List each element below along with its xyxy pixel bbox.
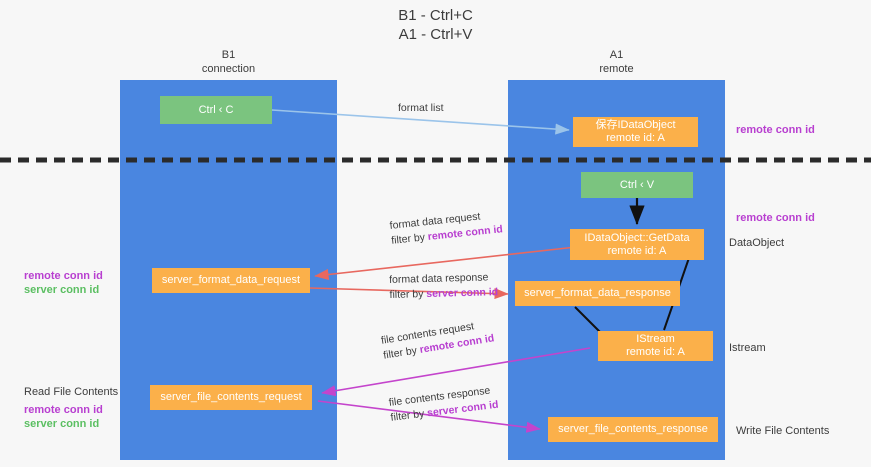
node-ctrl-c[interactable]: Ctrl ‹ C	[160, 96, 272, 124]
annotation-right-remote-conn-id-mid: remote conn id	[736, 212, 815, 224]
title-line-2: A1 - Ctrl+V	[398, 26, 473, 43]
node-server-format-data-response-label: server_format_data_response	[524, 287, 671, 299]
node-ctrl-c-label: Ctrl ‹ C	[198, 103, 234, 116]
filter-key-server-conn-id: server conn id	[426, 286, 499, 301]
column-header-a1: A1 remote	[508, 48, 725, 76]
node-istream-line2: remote id: A	[626, 346, 685, 358]
node-server-file-contents-response[interactable]: server_file_contents_response	[548, 417, 718, 442]
node-istream-line1: IStream	[636, 333, 675, 345]
column-b1-role: connection	[201, 63, 256, 75]
annotation-left-mid-server-conn-id: server conn id	[24, 284, 100, 296]
node-server-format-data-request-label: server_format_data_request	[161, 274, 301, 286]
annotation-right-dataobject: DataObject	[729, 237, 785, 249]
edge-label-format-data-response-filter: filter by server conn id	[389, 285, 498, 303]
column-b1-name: B1	[221, 49, 236, 61]
node-idataobject-getdata[interactable]: IDataObject::GetData remote id: A	[570, 229, 704, 260]
filter-prefix: filter by	[389, 288, 427, 301]
annotation-left-low-remote-conn-id: remote conn id	[24, 404, 103, 416]
annotation-right-remote-conn-id-top: remote conn id	[736, 124, 815, 136]
edge-label-format-data-request: format data request filter by remote con…	[389, 207, 504, 249]
column-a1-role: remote	[599, 63, 634, 75]
annotation-right-istream: Istream	[729, 342, 766, 354]
node-ctrl-v[interactable]: Ctrl ‹ V	[581, 172, 693, 198]
node-getdata-line1: IDataObject::GetData	[584, 231, 690, 244]
diagram-title: B1 - Ctrl+C A1 - Ctrl+V	[0, 6, 871, 44]
annotation-left-read-file-contents: Read File Contents	[24, 386, 119, 398]
node-getdata-line2: remote id: A	[607, 244, 667, 257]
filter-prefix: filter by	[389, 407, 428, 424]
edge-label-format-list: format list	[398, 101, 444, 116]
column-a1-name: A1	[609, 49, 624, 61]
node-ctrl-v-label: Ctrl ‹ V	[619, 178, 655, 191]
node-server-format-data-response[interactable]: server_format_data_response	[515, 281, 680, 306]
annotation-right-write-file-contents: Write File Contents	[736, 425, 830, 437]
node-server-file-contents-response-label: server_file_contents_response	[558, 423, 708, 435]
edge-label-file-contents-response: file contents response filter by server …	[388, 383, 499, 426]
node-istream[interactable]: IStream remote id: A	[598, 331, 713, 361]
node-server-file-contents-request[interactable]: server_file_contents_request	[150, 385, 312, 410]
title-line-1: B1 - Ctrl+C	[398, 7, 473, 24]
edge-label-file-contents-request: file contents request filter by remote c…	[380, 316, 495, 363]
annotation-left-low-server-conn-id: server conn id	[24, 418, 100, 430]
node-save-dataobject-line2: remote id: A	[606, 132, 665, 144]
annotation-left-mid-remote-conn-id: remote conn id	[24, 270, 103, 282]
node-save-dataobject-line1: 保存IDataObject	[595, 119, 676, 131]
edge-label-format-data-response: format data response filter by server co…	[389, 270, 498, 303]
node-save-dataobject[interactable]: 保存IDataObject remote id: A	[573, 117, 698, 147]
filter-prefix: filter by	[390, 231, 429, 247]
column-header-b1: B1 connection	[120, 48, 337, 76]
node-server-file-contents-request-label: server_file_contents_request	[160, 391, 302, 403]
node-server-format-data-request[interactable]: server_format_data_request	[152, 268, 310, 293]
edge-label-format-list-text: format list	[398, 102, 444, 114]
